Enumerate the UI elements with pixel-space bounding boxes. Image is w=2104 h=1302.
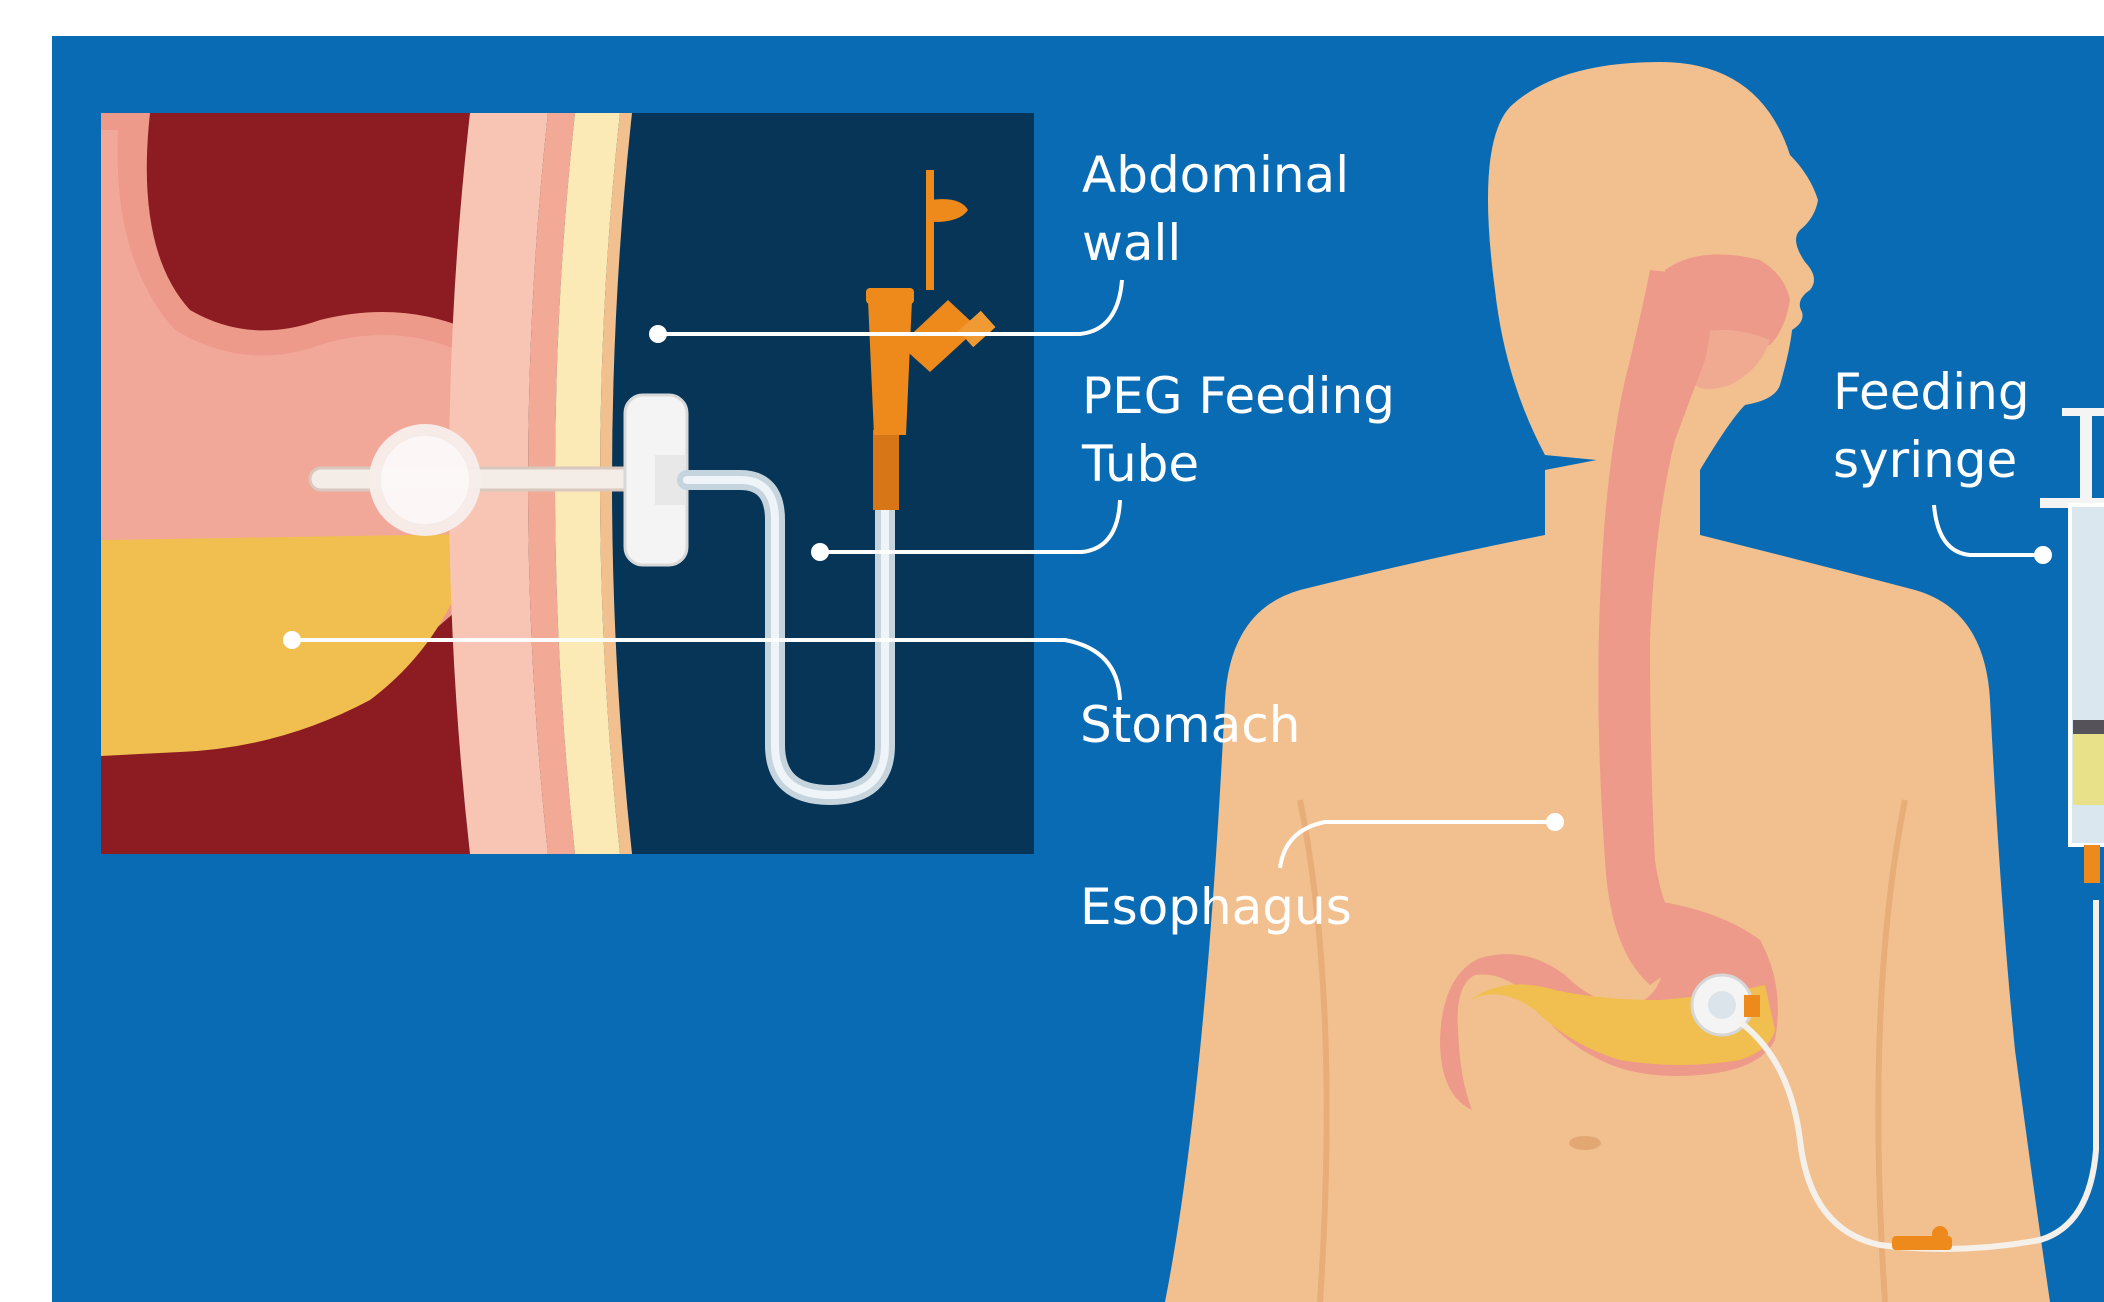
- label-abdominal-wall-1: Abdominal: [1082, 146, 1349, 204]
- abdominal-wall-dot: [649, 325, 667, 343]
- label-stomach: Stomach: [1080, 696, 1300, 754]
- stomach-dot: [283, 631, 301, 649]
- esophagus-dot: [1546, 813, 1564, 831]
- label-esophagus: Esophagus: [1080, 878, 1352, 936]
- y-connector: [868, 300, 912, 435]
- syringe-dot: [2034, 546, 2052, 564]
- label-peg-tube-2: Tube: [1081, 435, 1199, 493]
- tube-clamp: [873, 430, 899, 510]
- navel: [1569, 1136, 1601, 1150]
- syringe-tip: [2084, 845, 2100, 883]
- inset-closeup: [101, 113, 1034, 854]
- label-abdominal-wall-2: wall: [1082, 214, 1181, 272]
- peg-tube-dot: [811, 543, 829, 561]
- label-syringe-2: syringe: [1833, 431, 2017, 489]
- label-syringe-1: Feeding: [1833, 363, 2030, 421]
- label-peg-tube-1: PEG Feeding: [1082, 367, 1395, 425]
- syringe-plunger-top: [2062, 408, 2104, 416]
- syringe-contents: [2073, 725, 2104, 805]
